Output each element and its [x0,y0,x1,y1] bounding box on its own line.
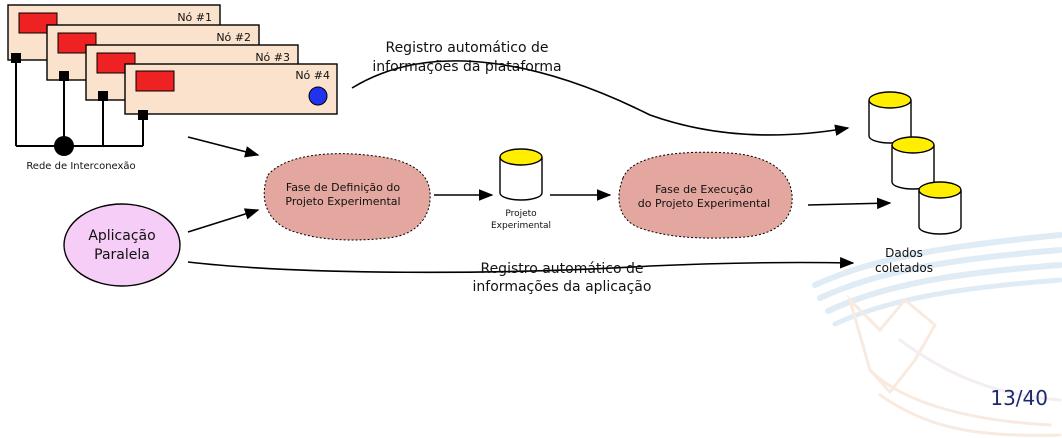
arrow-platform-log [351,60,850,136]
app-log-label-line2: informações da aplicação [473,279,652,295]
node-label-1: Nó #1 [177,11,212,24]
definition-phase-blob [263,153,431,241]
collected-data-label-line1: Dados [885,246,923,260]
arrow-execution-to-data [807,197,892,210]
collected-data-db-2 [891,136,935,190]
arrow-app-to-definition [187,208,260,233]
interconnection-network [15,58,144,147]
execution-phase-label-line2: do Projeto Experimental [638,197,770,210]
parallel-application-label-line2: Paralela [94,247,150,263]
project-database-icon [499,148,543,201]
network-hub [54,136,74,156]
definition-phase-label-line1: Fase de Definição do [286,181,400,194]
network-port-squares [11,53,148,120]
app-log-label-line1: Registro automático de [480,261,643,277]
arrow-nodes-to-definition [187,136,260,158]
parallel-application-label-line1: Aplicação [88,228,155,244]
flow-arrows [187,60,892,274]
node-card-4: Nó #4 [124,63,338,115]
parallel-application-ellipse [63,203,181,287]
platform-log-label-line1: Registro automático de [385,40,548,56]
node-label-3: Nó #3 [255,51,290,64]
node-4-blue-dot [308,86,328,106]
node-label-4: Nó #4 [295,69,330,82]
network-label: Rede de Interconexão [26,161,135,172]
watermark-logo [812,232,1062,437]
collected-data-db-3 [918,181,962,235]
platform-log-label-line2: informações da plataforma [372,59,561,75]
arrow-application-log [187,256,855,274]
project-database-label-line1: Projeto [505,209,537,219]
execution-phase-label-line1: Fase de Execução [655,183,753,196]
page-number: 13/40 [990,386,1048,410]
node-label-2: Nó #2 [216,31,251,44]
definition-phase-label-line2: Projeto Experimental [285,195,400,208]
collected-data-db-1 [868,91,912,144]
execution-phase-blob [618,151,793,239]
collected-data-label-line2: coletados [875,261,933,275]
project-database-label-line2: Experimental [491,221,551,231]
